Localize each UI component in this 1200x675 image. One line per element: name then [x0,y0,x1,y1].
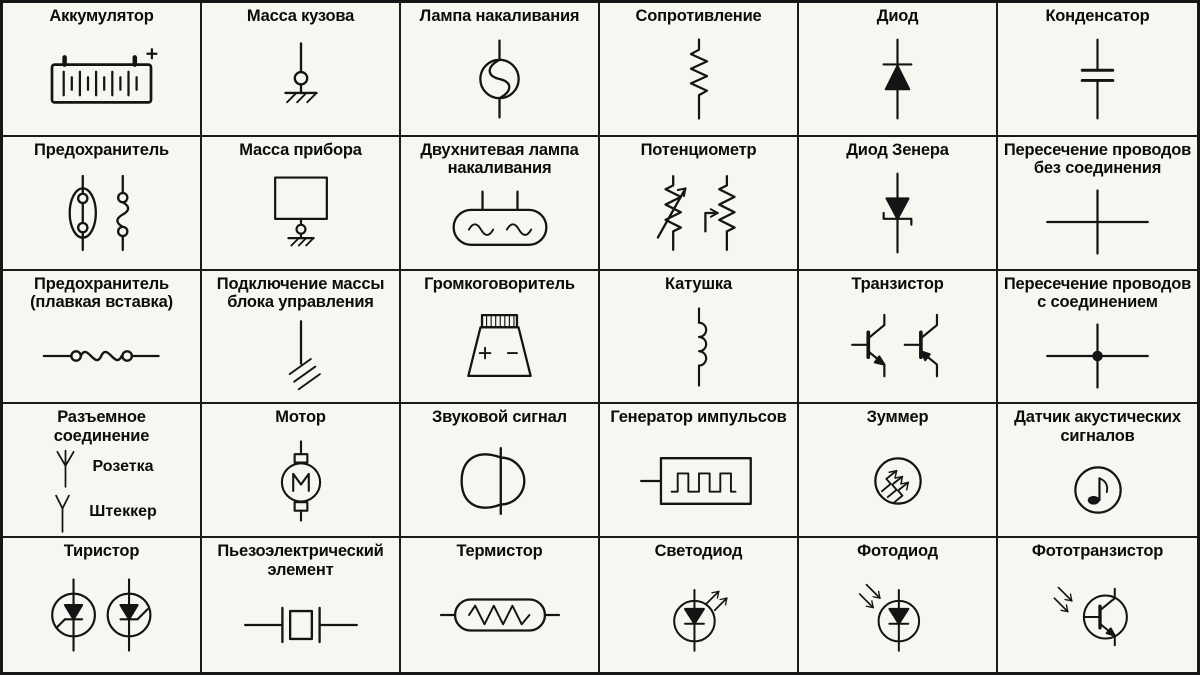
loudspeaker-icon [406,293,593,400]
device-ground-icon [207,159,394,266]
thermistor-icon [406,561,593,670]
diode-icon [804,25,991,132]
zener-diode-icon [804,159,991,266]
symbol-label: Пьезоэлектрический элемент [217,542,384,579]
symbol-cell: Пересечение проводов без соединения [998,137,1197,271]
symbol-cell: Конденсатор [998,3,1197,137]
led-icon [605,561,792,670]
symbol-label: Мотор [275,408,326,427]
symbol-cell: Громкоговоритель [401,270,600,405]
wire-crossing-no-connection-icon [1003,178,1192,267]
plug-icon [46,491,79,533]
symbol-cell: Диод Зенера [799,136,998,271]
symbol-label: Масса кузова [246,7,355,25]
symbol-label: Фотодиод [857,542,938,561]
symbol-label: Потенциометр [640,140,757,159]
symbol-cell: Аккумулятор [3,3,202,137]
symbol-cell: Пьезоэлектрический элемент [202,538,401,672]
symbol-cell: Предохранитель [3,136,202,271]
buzzer-icon [804,427,991,534]
symbol-label: Тиристор [63,542,140,561]
body-ground-icon [207,25,394,132]
control-unit-ground-icon [207,312,394,401]
battery-icon [8,25,195,132]
fuse-link-icon [8,312,195,401]
symbol-cell: Потенциометр [600,136,799,271]
symbol-label: Предохранитель (плавкая вставка) [30,274,173,312]
motor-icon [207,427,394,534]
symbol-cell: Масса кузова [202,3,401,137]
incandescent-lamp-icon [406,25,593,132]
symbol-label: Предохранитель [34,140,169,159]
resistor-icon [605,25,792,132]
symbol-label: Диод Зенера [846,140,949,159]
symbol-cell: Разъемное соединение Розетка Штеккер [3,404,202,539]
connector-part-row: Штеккер [8,491,195,533]
symbol-label: Зуммер [866,408,929,427]
symbol-label: Фототранзистор [1031,542,1164,561]
symbol-cell: Тиристор [3,538,202,672]
symbol-label: Лампа накаливания [419,7,580,25]
symbol-cell: Катушка [600,270,799,405]
symbol-cell: Мотор [202,404,401,539]
phototransistor-icon [1003,561,1192,670]
symbol-label: Конденсатор [1045,7,1150,25]
symbol-cell: Светодиод [600,538,799,672]
pulse-generator-icon [605,427,792,534]
symbol-label: Двухнитевая лампа накаливания [420,140,579,178]
symbol-label: Разъемное соединение [53,408,150,445]
symbol-cell: Предохранитель (плавкая вставка) [3,270,202,405]
symbol-label: Подключение массы блока управления [216,274,385,312]
part-label: Штеккер [89,503,157,521]
horn-icon [406,427,593,534]
socket-icon [49,446,82,488]
piezo-element-icon [207,579,394,670]
symbol-cell: Генератор импульсов [600,404,799,539]
symbol-cell: Термистор [401,538,600,672]
wire-crossing-connection-icon [1003,312,1192,401]
potentiometer-icon [605,159,792,266]
capacitor-icon [1003,25,1192,132]
symbol-cell: Звуковой сигнал [401,404,600,539]
symbol-label: Аккумулятор [49,7,154,25]
symbol-cell: Пересечение проводов с соединением [998,271,1197,405]
thyristor-icon [8,561,195,670]
symbol-label: Термистор [456,542,543,561]
connector-part-row: Розетка [8,446,195,488]
symbol-cell: Фотодиод [799,538,998,672]
symbol-label: Масса прибора [239,140,362,159]
symbol-label: Датчик акустических сигналов [1014,408,1181,445]
symbol-cell: Лампа накаливания [401,3,600,137]
symbol-cell: Зуммер [799,404,998,539]
connector-parts: Розетка Штеккер [8,445,195,534]
transistor-icon [804,293,991,400]
symbol-label: Сопротивление [635,7,762,25]
symbol-cell: Двухнитевая лампа накаливания [401,136,600,271]
symbol-cell: Масса прибора [202,136,401,271]
symbol-label: Светодиод [654,542,743,561]
symbol-label: Пересечение проводов с соединением [1003,274,1192,312]
symbol-cell: Подключение массы блока управления [202,270,401,405]
dual-filament-lamp-icon [406,178,593,267]
fuse-icon [8,159,195,266]
symbol-cell: Сопротивление [600,3,799,137]
symbol-label: Звуковой сигнал [432,408,567,427]
acoustic-sensor-icon [1003,445,1192,534]
symbol-label: Генератор импульсов [610,408,787,427]
photodiode-icon [804,561,991,670]
coil-icon [605,293,792,400]
symbol-label: Громкоговоритель [424,274,575,293]
symbol-label: Транзистор [851,274,944,293]
symbol-cell: Фототранзистор [998,538,1197,672]
symbol-cell: Датчик акустических сигналов [998,404,1197,539]
symbol-label: Диод [876,7,919,25]
symbol-cell: Диод [799,3,998,137]
symbol-label: Катушка [665,274,732,293]
symbol-label: Пересечение проводов без соединения [1003,140,1192,178]
symbol-cell: Транзистор [799,270,998,405]
part-label: Розетка [92,458,154,476]
